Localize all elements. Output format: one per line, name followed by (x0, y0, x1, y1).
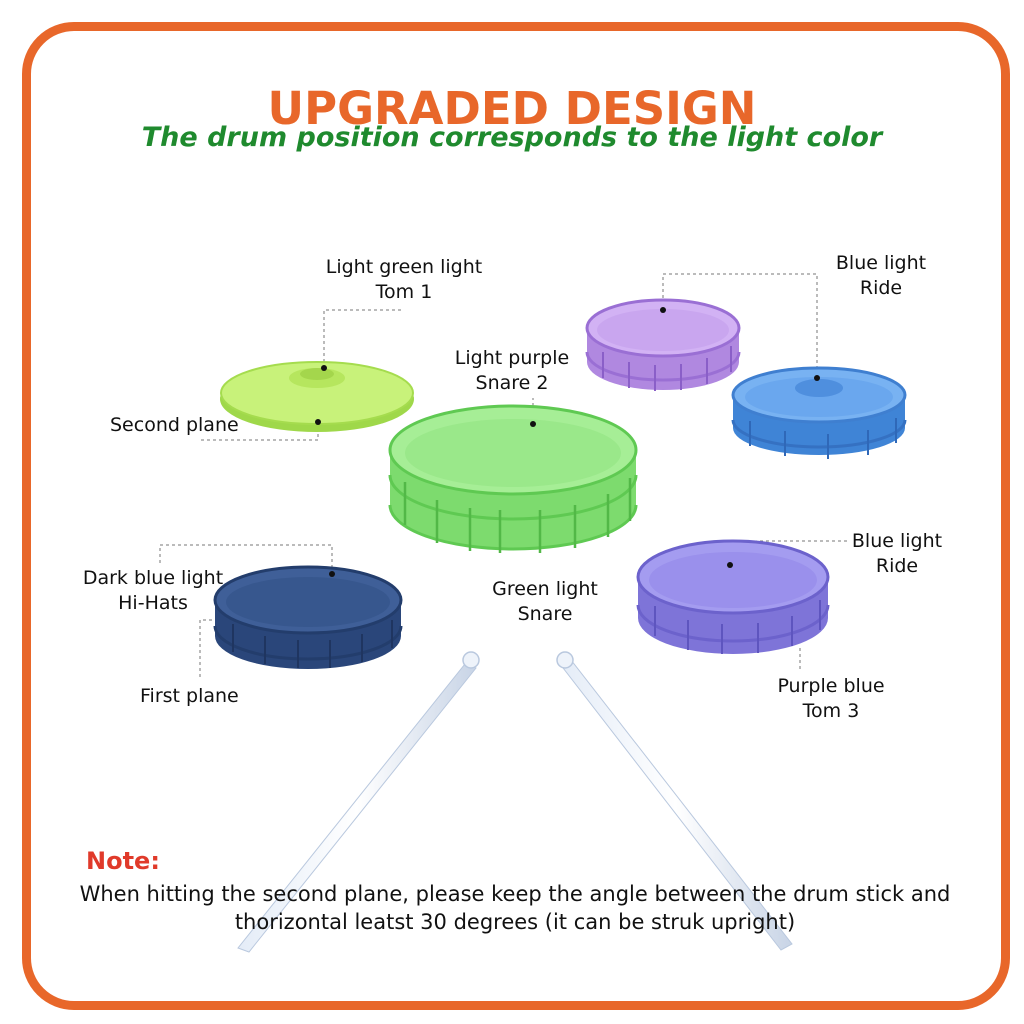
label-tom1-line2: Tom 1 (375, 281, 433, 303)
label-tom3: Purple blue Tom 3 (777, 674, 884, 724)
label-ride-top-line2: Ride (859, 277, 903, 299)
label-snare-line1: Green light (492, 578, 598, 600)
tom1-cymbal (220, 361, 414, 432)
label-first-plane: First plane (140, 685, 239, 707)
label-snare2: Light purple Snare 2 (455, 346, 569, 396)
page-subtitle: The drum position corresponds to the lig… (141, 122, 883, 153)
label-ride-top-line1: Blue light (835, 252, 927, 274)
label-tom1-line1: Light green light (325, 256, 483, 278)
note-line1: When hitting the second plane, please ke… (79, 882, 951, 906)
label-second-plane: Second plane (110, 414, 239, 436)
label-snare2-line2: Snare 2 (475, 372, 549, 394)
page-title: UPGRADED DESIGN (267, 82, 757, 135)
snare-drum (388, 404, 638, 553)
note-text: When hitting the second plane, please ke… (60, 880, 970, 936)
label-snare2-line1: Light purple (454, 347, 570, 369)
note-line2: thorizontal leatst 30 degrees (it can be… (234, 910, 796, 934)
label-ride-top: Blue light Ride (836, 251, 926, 301)
label-tom1: Light green light Tom 1 (326, 255, 482, 305)
label-hihats-line2: Hi-Hats (118, 592, 188, 614)
label-hihats: Dark blue light Hi-Hats (83, 566, 223, 616)
label-snare: Green light Snare (492, 577, 598, 627)
label-hihats-line1: Dark blue light (82, 567, 224, 589)
label-ride-bottom: Blue light Ride (852, 529, 942, 579)
label-tom3-line2: Tom 3 (802, 700, 860, 722)
label-ride-bottom-line1: Blue light (851, 530, 943, 552)
tom3-drum (636, 539, 830, 654)
note-title: Note: (86, 847, 160, 875)
ride-top-drum (731, 366, 907, 459)
hihats-drum (213, 565, 403, 669)
label-snare-line2: Snare (517, 603, 573, 625)
snare2-drum (585, 298, 741, 391)
right-drumstick (556, 651, 793, 951)
label-ride-bottom-line2: Ride (875, 555, 919, 577)
label-tom3-line1: Purple blue (777, 675, 885, 697)
left-drumstick (237, 651, 480, 953)
